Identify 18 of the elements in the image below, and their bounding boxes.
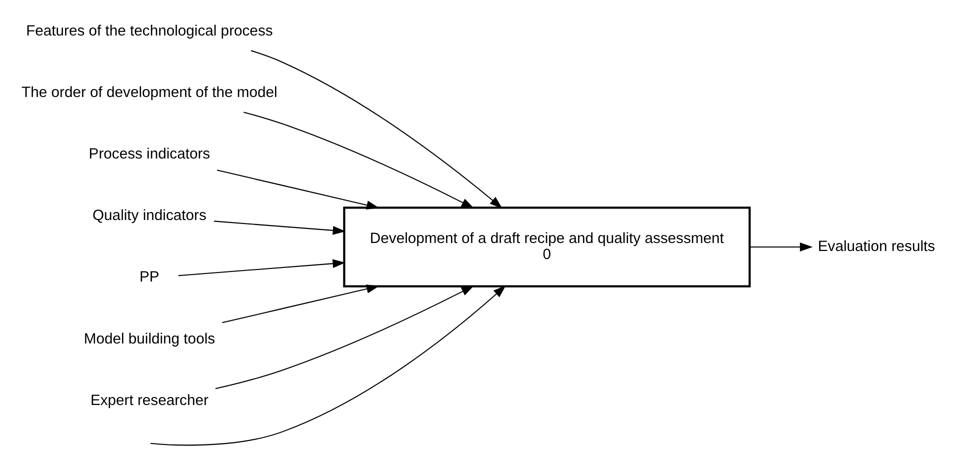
- arrow: [216, 170, 380, 210]
- node-text: Model building tools: [84, 331, 216, 348]
- arrow: [178, 259, 346, 276]
- arrow: [214, 220, 346, 235]
- node-text: PP: [140, 270, 160, 286]
- node-box: Development of a draft recipe and quality assessment 0: [343, 206, 751, 288]
- node-text: Quality indicators: [92, 208, 206, 224]
- arrow: [215, 286, 474, 390]
- node-text: The order of development of the model: [22, 85, 278, 102]
- arrow: [750, 242, 813, 252]
- arrow: [243, 112, 474, 208]
- node-text: Expert researcher: [90, 392, 208, 409]
- node-text: Process indicators: [88, 146, 210, 163]
- node-text: Evaluation results: [818, 238, 936, 255]
- node-text: Features of the technological process: [26, 23, 273, 40]
- arrow: [222, 284, 380, 324]
- arrow: [150, 285, 506, 446]
- arrow: [250, 50, 502, 208]
